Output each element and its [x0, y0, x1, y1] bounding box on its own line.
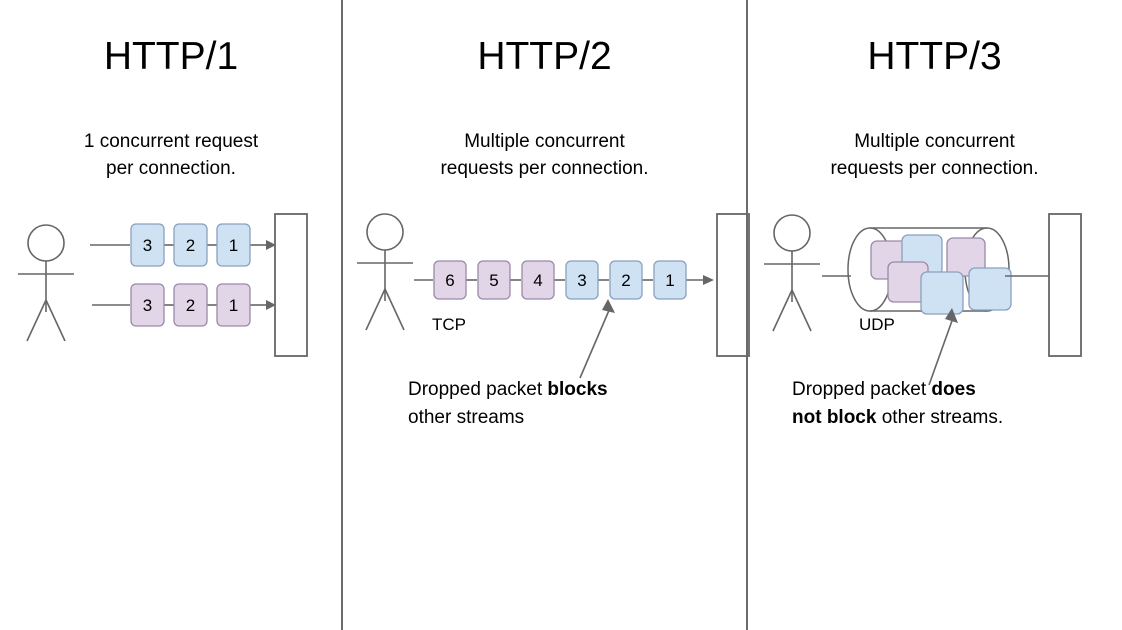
- packet-box: 1: [216, 283, 251, 327]
- packet-label: 3: [143, 296, 152, 315]
- packet-label: 5: [489, 271, 498, 290]
- caption-line-1: Dropped packet blocks: [408, 376, 738, 404]
- caption-line-2: not block other streams.: [792, 404, 1122, 432]
- packet-label: 1: [229, 296, 238, 315]
- panel-http3-diagram: UDP: [764, 213, 1082, 386]
- arrow-right-icon: [703, 275, 714, 285]
- stick-figure-icon: [18, 224, 74, 342]
- server-bar-icon: [716, 213, 750, 357]
- caption-text-normal: Dropped packet: [792, 379, 932, 400]
- packet-label: 2: [621, 271, 630, 290]
- packet-stream-bottom: 3 2 1: [130, 283, 251, 327]
- panel-http3-subtitle: Multiple concurrent requests per connect…: [830, 131, 1039, 179]
- panel-http2-subtitle: Multiple concurrent requests per connect…: [440, 131, 649, 179]
- caption-text-normal: other streams.: [876, 407, 1004, 428]
- panel-http2-diagram: 6 5 4 3 2: [357, 213, 750, 379]
- server-bar-icon: [274, 213, 308, 357]
- caption-text-bold: does: [931, 379, 976, 400]
- packet-stream: 6 5 4 3 2: [433, 260, 687, 300]
- panel-http3-title: HTTP/3: [867, 35, 1002, 78]
- packet-cluster: [870, 234, 1012, 315]
- packet-box: [946, 237, 986, 277]
- packet-box: 5: [477, 260, 511, 300]
- panel-http1-diagram: 3 2 1 3: [18, 213, 308, 357]
- panel-http1-title: HTTP/1: [103, 35, 239, 78]
- stick-figure-icon: [764, 214, 820, 332]
- packet-label: 3: [143, 236, 152, 255]
- packet-label: 3: [577, 271, 586, 290]
- panel-http1: HTTP/1 1 concurrent request per connecti…: [0, 0, 342, 630]
- packet-box: 2: [173, 223, 208, 267]
- packet-box: 4: [521, 260, 555, 300]
- packet-label: 6: [445, 271, 454, 290]
- packet-box: [968, 267, 1012, 311]
- panel-http2-caption: Dropped packet blocks other streams: [408, 376, 738, 432]
- packet-box: 6: [433, 260, 467, 300]
- server-bar-icon: [1048, 213, 1082, 357]
- packet-label: 2: [186, 236, 195, 255]
- packet-box: [920, 271, 964, 315]
- packet-label: 4: [533, 271, 542, 290]
- panel-http2: HTTP/2 Multiple concurrent requests per …: [342, 0, 750, 630]
- caption-text-bold: not block: [792, 407, 877, 428]
- callout-arrow-icon: [928, 308, 958, 386]
- panel-http3: HTTP/3 Multiple concurrent requests per …: [747, 0, 1122, 630]
- packet-label: 1: [665, 271, 674, 290]
- protocol-label-udp: UDP: [859, 315, 895, 334]
- arrow-right-icon: [266, 300, 276, 310]
- caption-text-bold: blocks: [547, 379, 608, 400]
- packet-box: 1: [653, 260, 687, 300]
- packet-box: 1: [216, 223, 251, 267]
- caption-line-2: other streams: [408, 407, 525, 428]
- panel-http3-caption: Dropped packet does not block other stre…: [792, 376, 1122, 432]
- stick-figure-icon: [357, 213, 413, 331]
- packet-box: 2: [173, 283, 208, 327]
- panel-http1-subtitle: 1 concurrent request per connection.: [83, 131, 259, 179]
- protocol-label-tcp: TCP: [432, 315, 466, 334]
- arrow-right-icon: [266, 240, 276, 250]
- packet-box: 2: [609, 260, 643, 300]
- packet-label: 1: [229, 236, 238, 255]
- packet-stream-top: 3 2 1: [130, 223, 251, 267]
- panel-http2-title: HTTP/2: [477, 35, 612, 78]
- callout-arrow-icon: [579, 299, 615, 379]
- packet-box: 3: [130, 223, 165, 267]
- packet-box: 3: [130, 283, 165, 327]
- panel-divider-2: [746, 0, 748, 630]
- panel-divider-1: [341, 0, 343, 630]
- packet-label: 2: [186, 296, 195, 315]
- caption-line-1: Dropped packet does: [792, 376, 1122, 404]
- caption-text-normal: Dropped packet: [408, 379, 548, 400]
- packet-box: 3: [565, 260, 599, 300]
